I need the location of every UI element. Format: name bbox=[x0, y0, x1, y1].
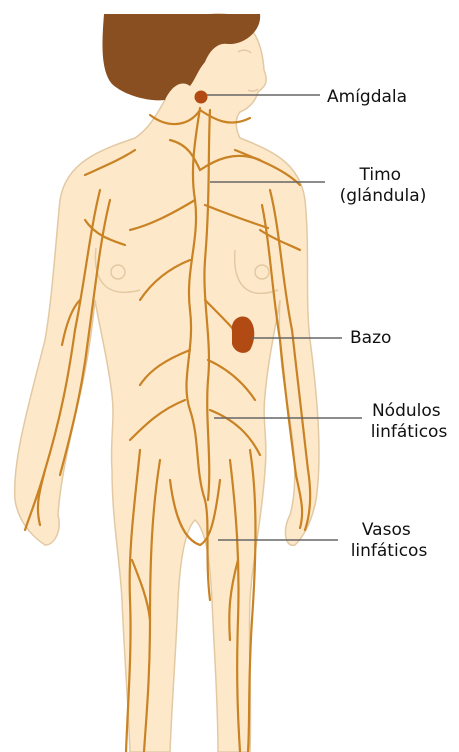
body-silhouette bbox=[15, 14, 319, 752]
tonsil-organ bbox=[195, 91, 208, 104]
spleen-organ bbox=[232, 317, 254, 353]
label-amigdala: Amígdala bbox=[327, 87, 407, 107]
body-outline bbox=[15, 14, 319, 752]
label-timo: Timo (glándula) bbox=[340, 165, 427, 206]
labels: Amígdala Timo (glándula) Bazo Nódulos li… bbox=[327, 87, 447, 561]
label-nodulos: Nódulos linfáticos bbox=[371, 401, 448, 442]
label-bazo: Bazo bbox=[350, 328, 391, 348]
label-vasos: Vasos linfáticos bbox=[351, 520, 428, 561]
